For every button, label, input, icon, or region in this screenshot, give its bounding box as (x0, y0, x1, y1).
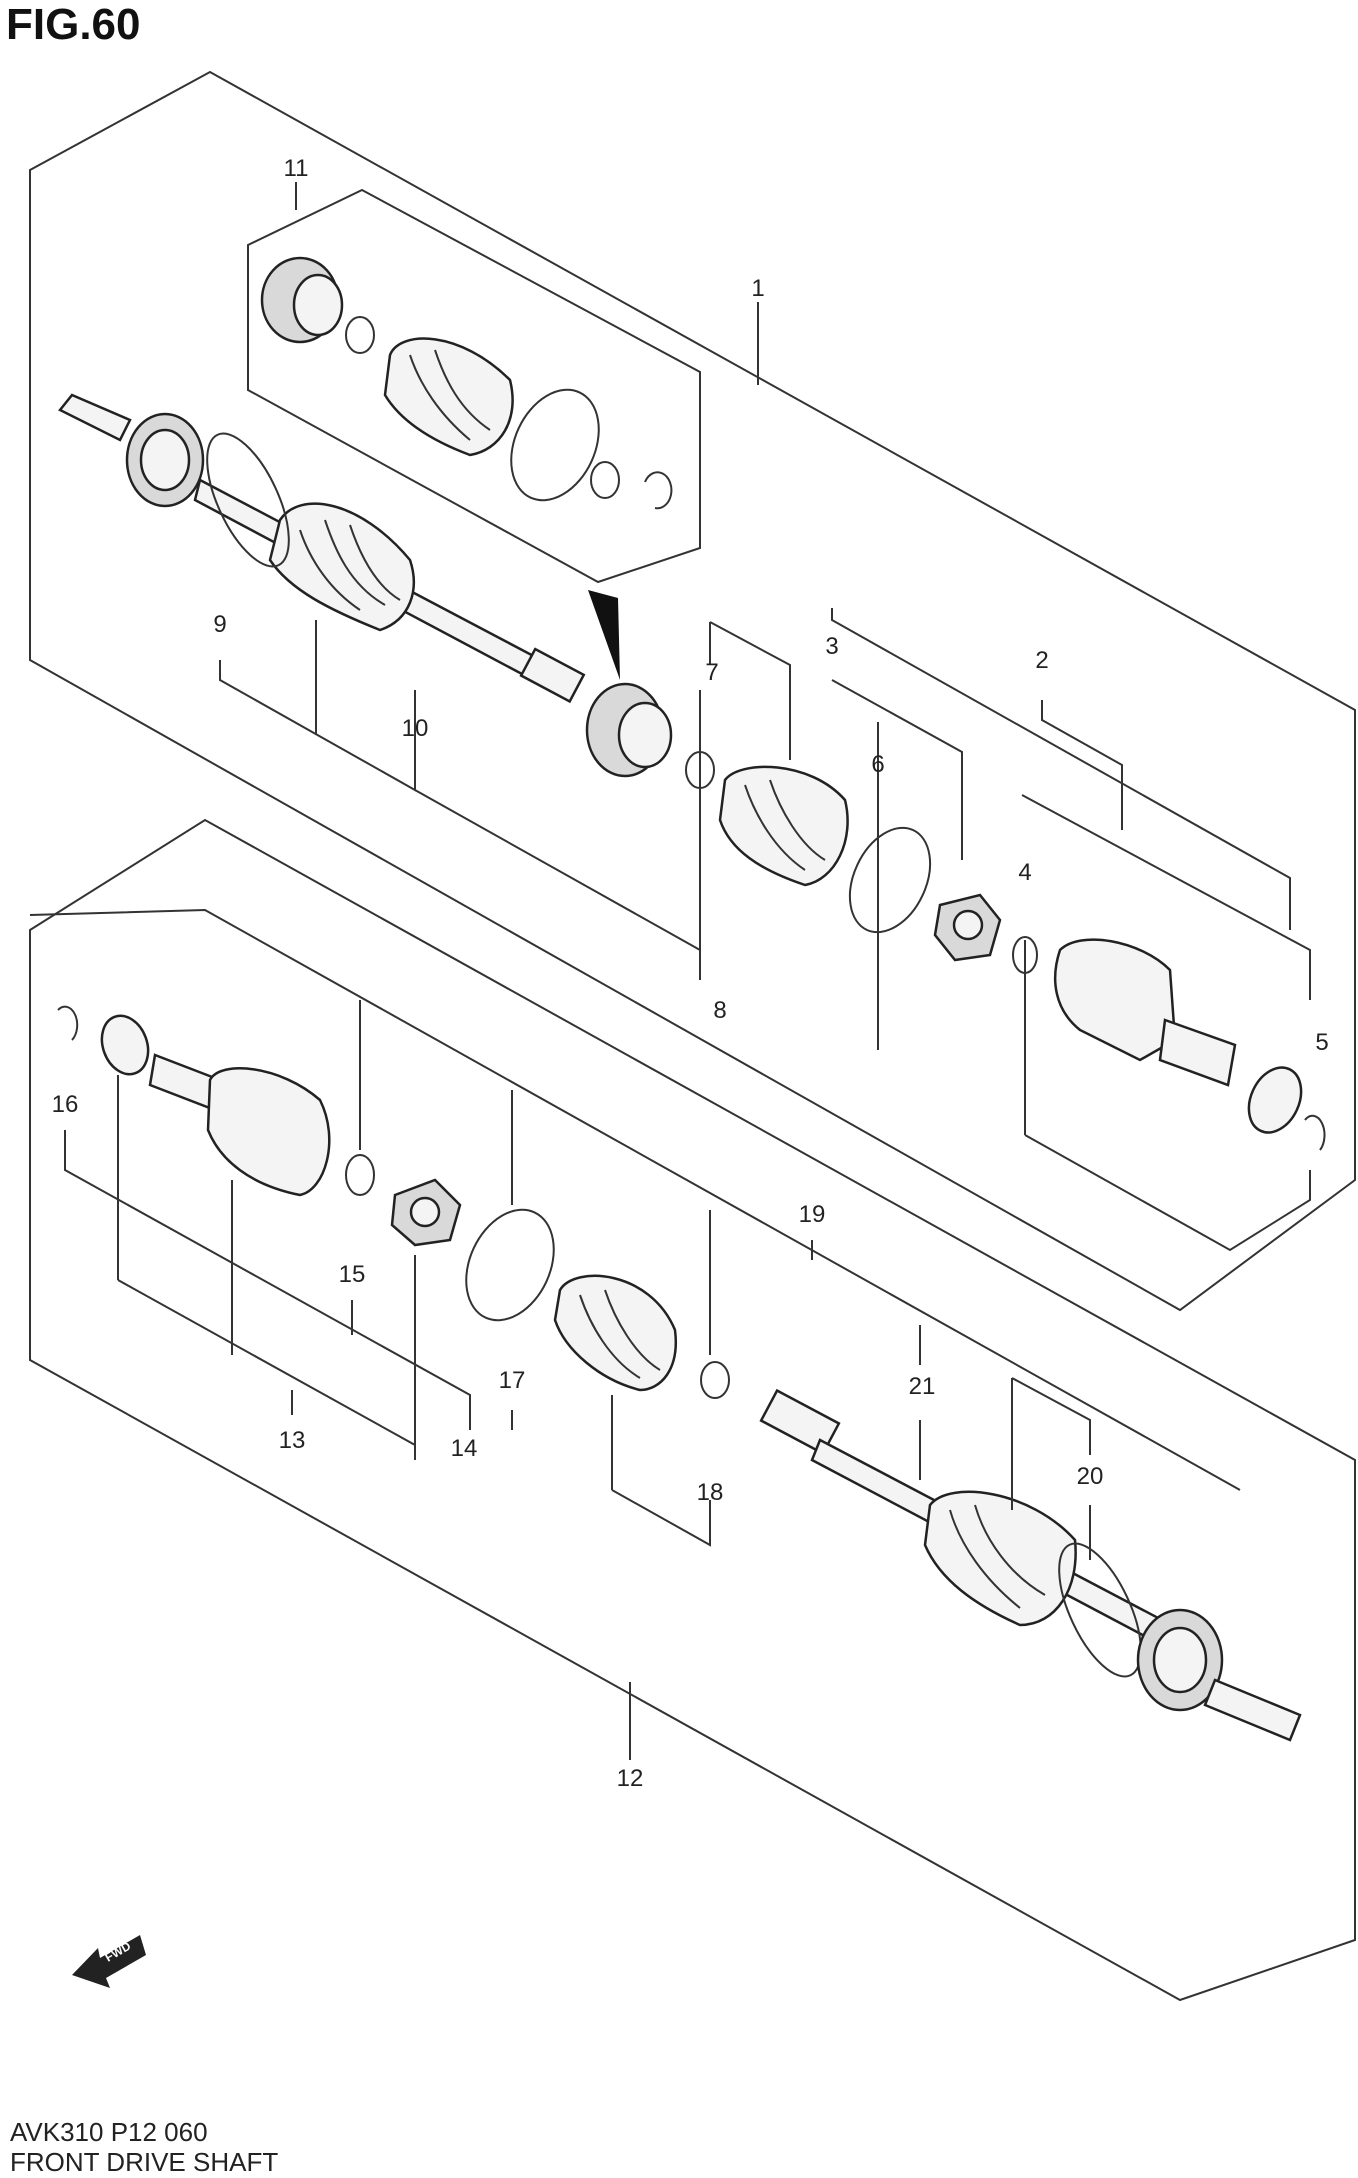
inner-joint-outline (29, 908, 1241, 1491)
callout-13: 13 (279, 1427, 306, 1454)
callout-10: 10 (402, 715, 429, 742)
boot-kit-outline (247, 188, 701, 584)
callout-2: 2 (1035, 647, 1048, 674)
boot-kit-parts (260, 256, 673, 510)
figure-code: AVK310 P12 060 (10, 2117, 208, 2147)
callout-21: 21 (909, 1373, 936, 1400)
callout-12: 12 (617, 1765, 644, 1792)
assembly-arrow (588, 590, 620, 680)
callout-4: 4 (1018, 859, 1031, 886)
callout-11: 11 (284, 155, 309, 182)
upper-inner-parts (585, 682, 1326, 1151)
lower-assembly-outline (29, 818, 1356, 2002)
callout-1: 1 (751, 275, 764, 302)
leader-lines (64, 182, 1311, 1760)
callout-6: 6 (871, 751, 884, 778)
callout-15: 15 (339, 1261, 366, 1288)
callout-20: 20 (1077, 1463, 1104, 1490)
callout-9: 9 (213, 611, 226, 638)
callout-16: 16 (52, 1091, 79, 1118)
callout-17: 17 (499, 1367, 526, 1394)
callout-3: 3 (825, 633, 838, 660)
figure-title: FIG.60 (6, 0, 141, 49)
callout-19: 19 (799, 1201, 826, 1228)
callout-numbers: 1 2 3 4 5 6 7 8 9 10 11 12 13 14 15 16 1… (52, 155, 1329, 1792)
figure-caption: FRONT DRIVE SHAFT (10, 2147, 279, 2177)
upper-assembly-outline (29, 70, 1356, 1312)
lower-drive-shaft (759, 1388, 1302, 1742)
callout-5: 5 (1315, 1029, 1328, 1056)
callout-18: 18 (697, 1479, 724, 1506)
forward-arrow-icon: FWD (72, 1935, 146, 1988)
callout-8: 8 (713, 997, 726, 1024)
lower-inner-parts (57, 1005, 730, 1399)
callout-7: 7 (705, 659, 718, 686)
upper-drive-shaft (58, 393, 586, 704)
callout-14: 14 (451, 1435, 478, 1462)
